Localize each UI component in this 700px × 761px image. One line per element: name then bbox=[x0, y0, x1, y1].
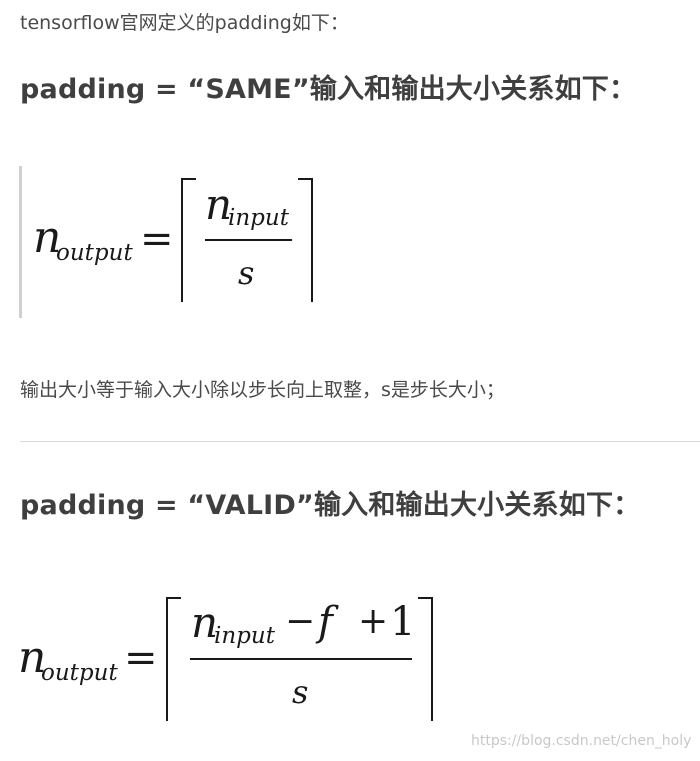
same-lhs-var: n bbox=[33, 212, 62, 263]
same-denominator: s bbox=[238, 254, 255, 292]
divider bbox=[20, 441, 700, 442]
same-description: 输出大小等于输入大小除以步长向上取整，s是步长大小； bbox=[20, 379, 505, 401]
valid-heading: padding = “VALID”输入和输出大小关系如下： bbox=[20, 490, 641, 521]
valid-plus: + bbox=[358, 601, 389, 642]
valid-lhs-var: n bbox=[18, 632, 47, 683]
valid-numerator-var: n bbox=[191, 598, 219, 647]
valid-denominator: s bbox=[292, 673, 309, 711]
same-numerator-var: n bbox=[205, 180, 233, 229]
valid-f: f bbox=[318, 599, 333, 645]
same-fraction-bar bbox=[205, 239, 292, 241]
same-heading: padding = “SAME”输入和输出大小关系如下： bbox=[20, 74, 637, 105]
blockquote-bar bbox=[19, 166, 22, 318]
valid-minus: − bbox=[285, 601, 316, 642]
same-numerator-sub: input bbox=[228, 205, 289, 231]
valid-one: 1 bbox=[390, 599, 416, 645]
valid-lhs-sub: output bbox=[41, 660, 118, 686]
valid-equals: = bbox=[124, 635, 158, 681]
valid-numerator-sub: input bbox=[214, 623, 275, 649]
same-lhs-sub: output bbox=[56, 240, 133, 266]
watermark: https://blog.csdn.net/chen_holy bbox=[471, 733, 692, 749]
valid-fraction-bar bbox=[190, 658, 412, 660]
intro-text: tensorflow官网定义的padding如下： bbox=[20, 12, 349, 34]
same-equals: = bbox=[140, 216, 174, 262]
